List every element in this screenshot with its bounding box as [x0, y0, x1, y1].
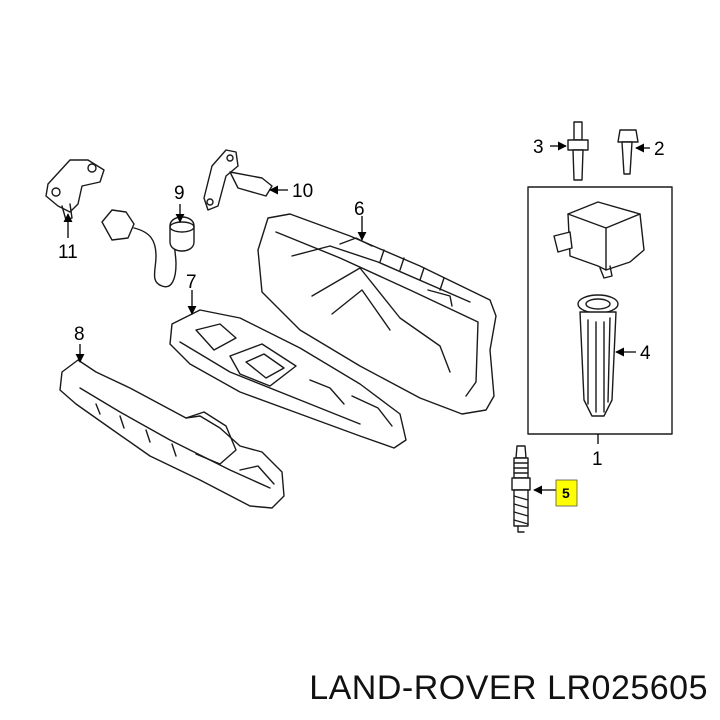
callout-3: 3 — [533, 137, 544, 158]
callout-5: 5 — [562, 485, 570, 501]
callout-7: 7 — [186, 272, 197, 293]
callout-9: 9 — [174, 183, 185, 204]
part-number-caption: LAND-ROVER LR025605 — [309, 669, 708, 708]
brand-label: LAND-ROVER — [309, 669, 538, 707]
callout-6: 6 — [354, 199, 365, 220]
knock-sensor-part-9 — [101, 209, 195, 288]
coil-pack — [553, 201, 645, 279]
intake-duct-part-7 — [169, 309, 407, 449]
callout-4: 4 — [640, 343, 651, 364]
part-number-label: LR025605 — [547, 669, 708, 707]
stud-bolt-part-3 — [567, 121, 589, 181]
spark-plug-part-5 — [511, 445, 531, 533]
camshaft-sensor-part-11 — [45, 159, 105, 221]
ignition-coil-assembly-box — [527, 186, 673, 435]
callout-11: 11 — [58, 242, 78, 263]
callout-1: 1 — [592, 449, 603, 470]
callout-10: 10 — [292, 181, 313, 202]
callout-2: 2 — [654, 139, 665, 160]
bolt-part-2 — [617, 129, 639, 175]
highlight-box-5 — [555, 479, 578, 507]
callout-8: 8 — [74, 324, 85, 345]
engine-cover-part-6 — [257, 213, 497, 415]
crank-sensor-part-10 — [203, 149, 273, 211]
harness-tray-part-8 — [59, 359, 285, 509]
coil-boot-part-4 — [577, 294, 619, 417]
